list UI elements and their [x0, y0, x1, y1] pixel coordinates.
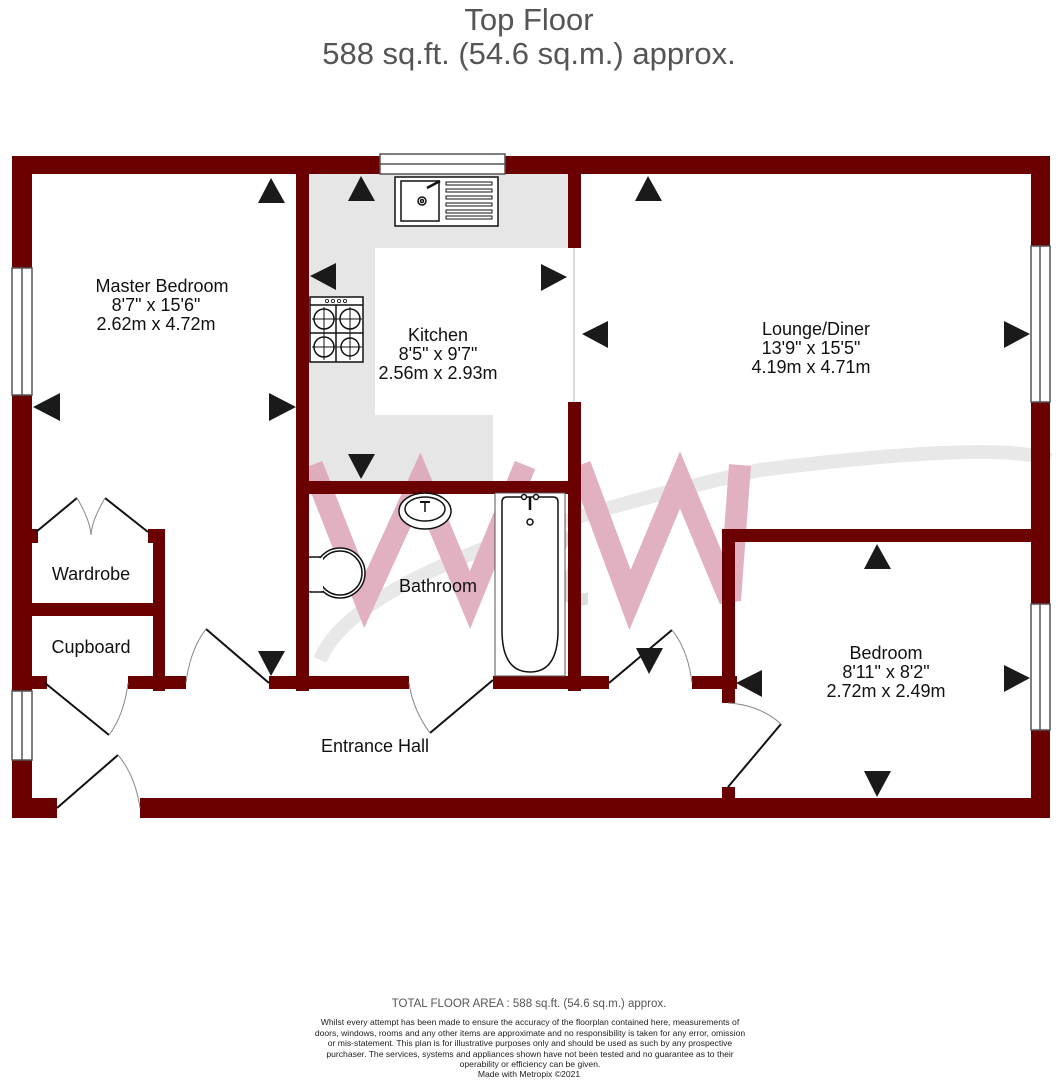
room-metric: 2.56m x 2.93m	[378, 363, 498, 383]
floor-area-summary: 588 sq.ft. (54.6 sq.m.) approx.	[322, 36, 736, 71]
window-lounge	[1030, 245, 1051, 403]
bath-icon	[494, 492, 566, 677]
arrow-left-icon	[33, 393, 60, 421]
room-imperial: 13'9" x 15'5"	[761, 338, 861, 358]
arrow-left-icon	[582, 321, 608, 348]
arrow-up-icon	[635, 176, 662, 201]
door-wardrobe	[35, 497, 149, 536]
washbasin-icon	[398, 492, 452, 530]
window-kitchen	[379, 153, 506, 175]
toilet-icon	[309, 547, 366, 599]
room-bathroom: Bathroom	[383, 577, 493, 596]
arrow-down-icon	[258, 651, 285, 676]
room-metric: 2.62m x 4.72m	[96, 314, 216, 334]
room-name: Wardrobe	[51, 564, 131, 584]
floor-title: Top Floor	[464, 2, 594, 37]
room-name: Master Bedroom	[95, 276, 229, 296]
room-imperial: 8'7" x 15'6"	[111, 295, 201, 315]
arrow-right-icon	[1004, 321, 1030, 348]
windows	[11, 153, 1051, 761]
arrow-right-icon	[1004, 665, 1030, 692]
door-master-bedroom	[185, 628, 270, 684]
room-name: Cupboard	[51, 637, 131, 657]
room-master-bedroom: Master Bedroom 8'7" x 15'6" 2.62m x 4.72…	[62, 277, 262, 334]
room-bedroom: Bedroom 8'11" x 8'2" 2.72m x 2.49m	[786, 644, 986, 701]
total-floor-area: TOTAL FLOOR AREA : 588 sq.ft. (54.6 sq.m…	[391, 998, 667, 1010]
room-cupboard: Cupboard	[36, 638, 146, 657]
arrow-right-icon	[269, 393, 296, 421]
walls	[12, 156, 1050, 818]
arrow-down-icon	[636, 648, 663, 674]
room-kitchen: Kitchen 8'5" x 9'7" 2.56m x 2.93m	[348, 326, 528, 383]
room-lounge-diner: Lounge/Diner 13'9" x 15'5" 4.19m x 4.71m	[716, 320, 916, 377]
room-imperial: 8'11" x 8'2"	[842, 662, 930, 682]
arrow-up-icon	[864, 544, 891, 569]
window-entrance	[11, 690, 33, 761]
arrow-left-icon	[310, 263, 336, 290]
room-metric: 4.19m x 4.71m	[751, 357, 871, 377]
arrow-up-icon	[348, 176, 375, 201]
sink-icon	[394, 176, 499, 227]
hob-icon	[309, 296, 364, 363]
arrow-left-icon	[736, 670, 762, 697]
room-entrance-hall: Entrance Hall	[305, 737, 445, 756]
room-name: Entrance Hall	[320, 736, 430, 756]
room-name: Lounge/Diner	[761, 319, 871, 339]
disclaimer-text: Whilst every attempt has been made to en…	[314, 1017, 746, 1069]
measurement-arrows	[33, 176, 1030, 797]
arrow-up-icon	[258, 178, 285, 203]
door-bathroom	[408, 679, 494, 734]
window-master-bedroom	[11, 267, 33, 396]
door-front	[56, 754, 141, 809]
room-imperial: 8'5" x 9'7"	[398, 344, 478, 364]
room-name: Kitchen	[407, 325, 469, 345]
made-with-credit: Made with Metropix ©2021	[477, 1069, 581, 1079]
kitchen-worktop	[309, 174, 568, 482]
window-bedroom	[1030, 603, 1051, 731]
arrow-down-icon	[348, 454, 375, 479]
room-name: Bathroom	[398, 576, 478, 596]
room-wardrobe: Wardrobe	[36, 565, 146, 584]
door-bedroom	[727, 702, 782, 788]
arrow-right-icon	[541, 264, 567, 291]
room-metric: 2.72m x 2.49m	[826, 681, 946, 701]
arrow-down-icon	[864, 771, 891, 797]
door-cupboard	[44, 682, 129, 736]
room-name: Bedroom	[849, 643, 923, 663]
doors	[35, 497, 782, 809]
